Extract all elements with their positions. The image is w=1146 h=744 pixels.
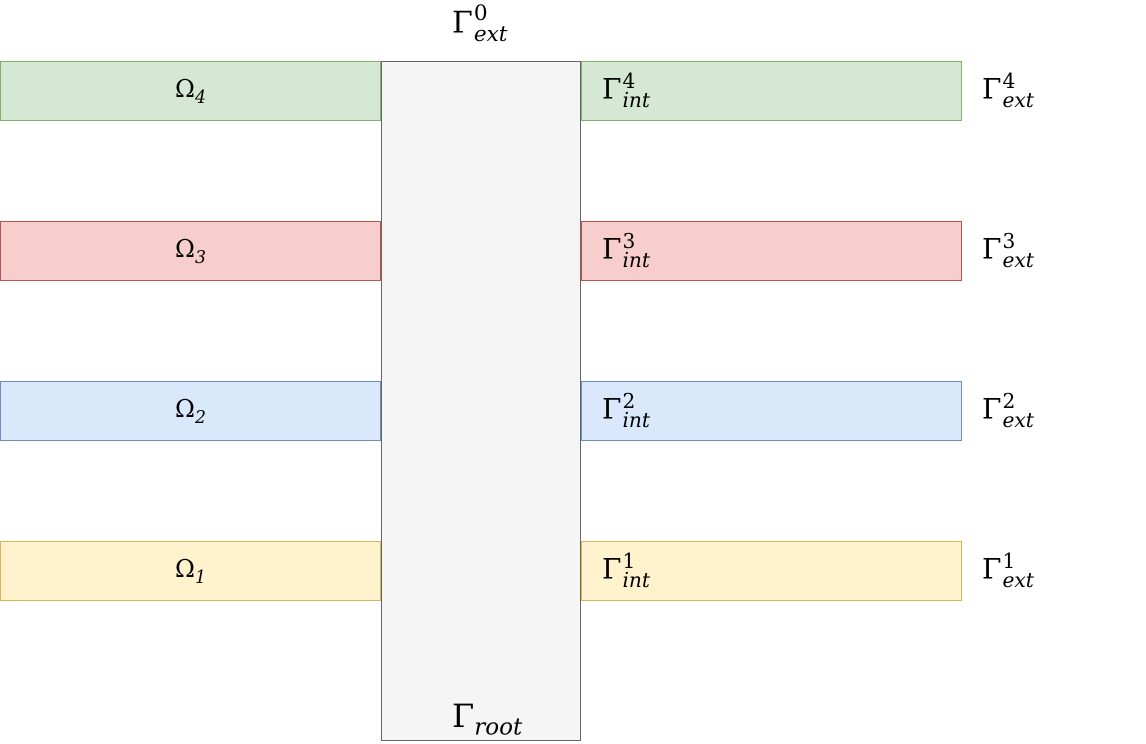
omega-box-4: Ω4 xyxy=(0,61,381,121)
root-bottom-label: Γroot xyxy=(452,697,522,740)
label-superscript: 0 xyxy=(473,1,488,26)
omega-label-3: Ω3 xyxy=(175,234,206,268)
omega-box-1: Ω1 xyxy=(0,541,381,601)
omega-box-2: Ω2 xyxy=(0,381,381,441)
gamma-symbol: Γ xyxy=(452,5,473,41)
label-subscript: root xyxy=(474,714,523,741)
omega-label-2: Ω2 xyxy=(175,394,206,428)
root-domain xyxy=(381,61,581,741)
omega-box-3: Ω3 xyxy=(0,221,381,281)
omega-label-4: Ω4 xyxy=(175,74,206,108)
omega-label-1: Ω1 xyxy=(175,554,206,588)
label-subscript: ext xyxy=(473,21,508,47)
gamma-symbol: Γ xyxy=(452,697,475,735)
